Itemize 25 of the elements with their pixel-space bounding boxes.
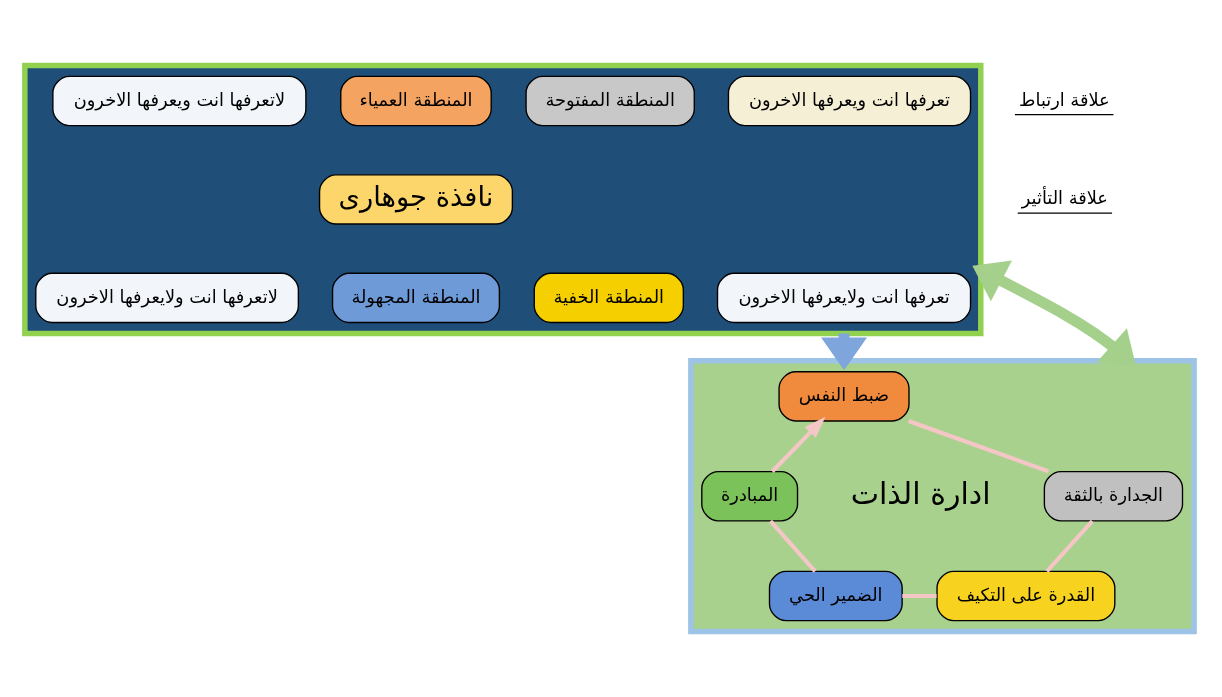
node-box: ضبط النفس (778, 371, 910, 422)
legend-label: علاقة ارتباط (1019, 89, 1110, 110)
cluster (688, 358, 1197, 635)
node-box: لاتعرفها انت ولايعرفها الاخرون (35, 272, 300, 324)
node-box: المنطقة المجهولة (331, 272, 501, 324)
connector (1045, 519, 1094, 573)
node-box: المنطقة الخفية (533, 272, 685, 324)
node-box: المنطقة المفتوحة (525, 75, 695, 127)
connector (907, 419, 1050, 474)
connector (769, 519, 817, 573)
node-box: تعرفها انت ويعرفها الاخرون (727, 75, 972, 127)
node-box: الضمير الحي (768, 570, 903, 622)
connector (902, 594, 937, 599)
arrow (770, 416, 826, 473)
node-box: لاتعرفها انت ويعرفها الاخرون (52, 75, 307, 127)
node-box: نافذة جوهارى (318, 174, 514, 225)
node-box: المنطقة العمياء (340, 75, 492, 127)
node-box: تعرفها انت ولايعرفها الاخرون (716, 272, 972, 324)
legend-label: علاقة التأثير (1021, 188, 1108, 209)
node-box: المبادرة (701, 470, 799, 522)
arrow (972, 260, 1137, 368)
cluster (22, 62, 984, 337)
node-text: ادارة الذات (850, 475, 991, 511)
node-box: القدرة على التكيف (936, 570, 1116, 622)
node-box: الجدارة بالثقة (1043, 470, 1184, 522)
